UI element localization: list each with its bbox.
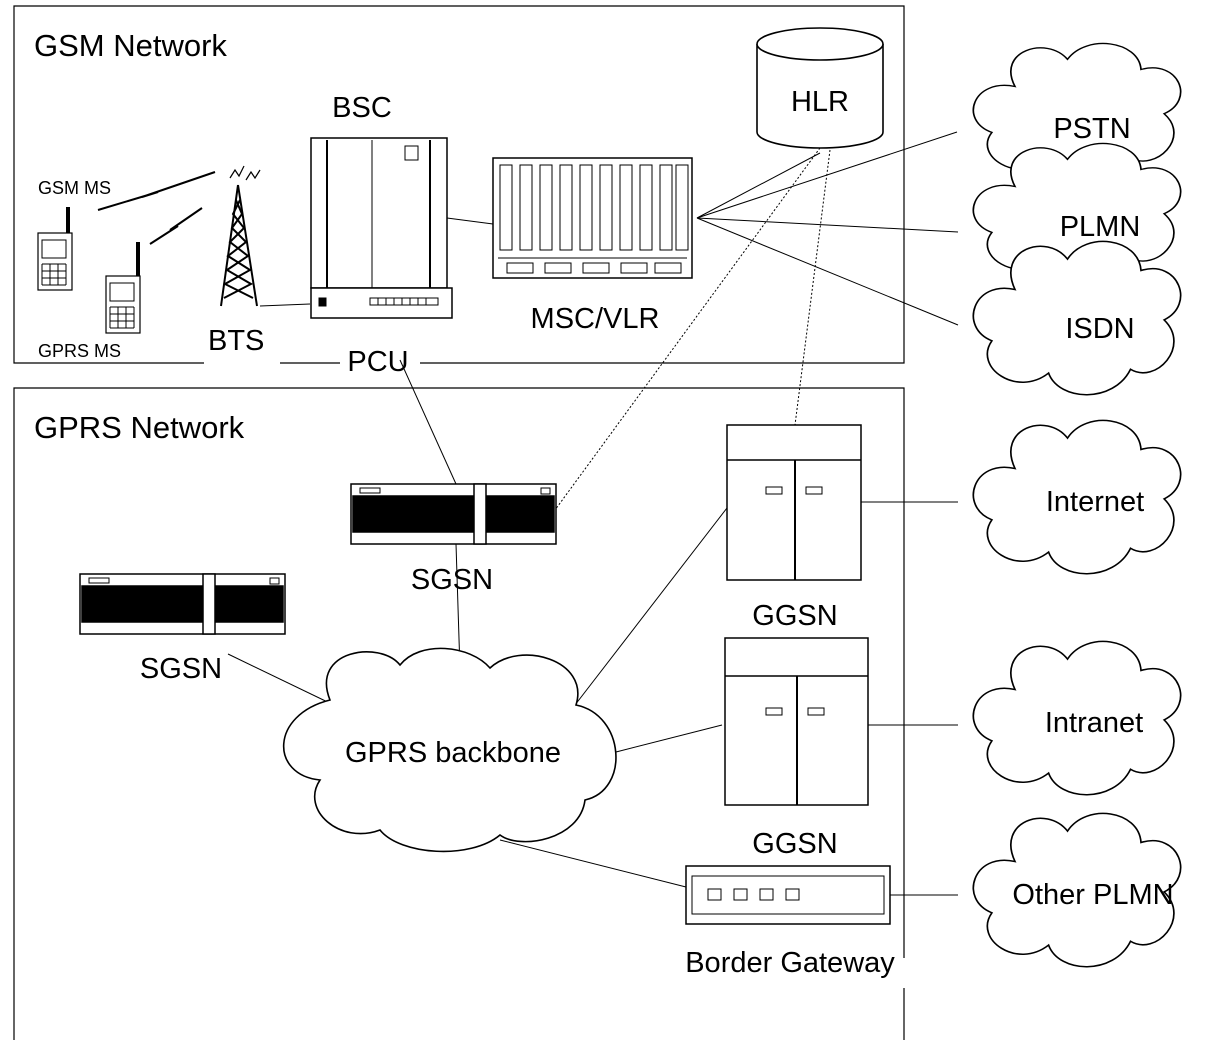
plmn-label: PLMN	[1060, 211, 1141, 243]
sgsn-left-rack-icon	[79, 573, 286, 635]
ggsn-upper-label: GGSN	[752, 600, 837, 632]
hlr-label: HLR	[791, 86, 849, 118]
msc-vlr-rack-switch-icon	[492, 157, 693, 279]
bts-antenna-tower-icon	[220, 165, 261, 307]
gprs-backbone-label: GPRS backbone	[345, 737, 561, 769]
border-gateway-label: Border Gateway	[685, 947, 895, 979]
border-gateway-router-icon	[685, 865, 891, 925]
isdn-label: ISDN	[1065, 313, 1134, 345]
gprs-backbone-cloud-icon	[282, 647, 617, 853]
bts-label: BTS	[208, 325, 264, 357]
internet-label: Internet	[1046, 486, 1144, 518]
intranet-label: Intranet	[1045, 707, 1143, 739]
ggsn-lower-label: GGSN	[752, 828, 837, 860]
gprs-ms-label: GPRS MS	[38, 341, 121, 361]
gsm-ms-label: GSM MS	[38, 178, 111, 198]
gprs-ms-phone-icon	[105, 242, 141, 334]
connection-lines	[227, 131, 959, 896]
gsm-network-box	[13, 5, 905, 364]
msc-vlr-label: MSC/VLR	[531, 303, 660, 335]
bsc-server-cabinet-icon	[310, 137, 453, 319]
hlr-database-cylinder-icon	[756, 27, 884, 149]
bsc-label: BSC	[332, 92, 392, 124]
other-plmn-label: Other PLMN	[1012, 879, 1173, 911]
gprs-network-title: GPRS Network	[34, 410, 245, 445]
sgsn-main-rack-icon	[350, 483, 557, 545]
gprs-network-box	[13, 387, 905, 1040]
pcu-label: PCU	[347, 346, 408, 378]
ggsn-upper-server-cabinet-icon	[726, 424, 862, 581]
gsm-network-title: GSM Network	[34, 28, 227, 63]
sgsn-left-label: SGSN	[140, 653, 222, 685]
signalling-dotted-lines	[554, 147, 831, 511]
pstn-label: PSTN	[1053, 113, 1130, 145]
radio-link-icon	[97, 171, 216, 245]
sgsn-main-label: SGSN	[411, 564, 493, 596]
gsm-ms-phone-icon	[37, 207, 73, 291]
ggsn-lower-server-cabinet-icon	[724, 637, 869, 806]
